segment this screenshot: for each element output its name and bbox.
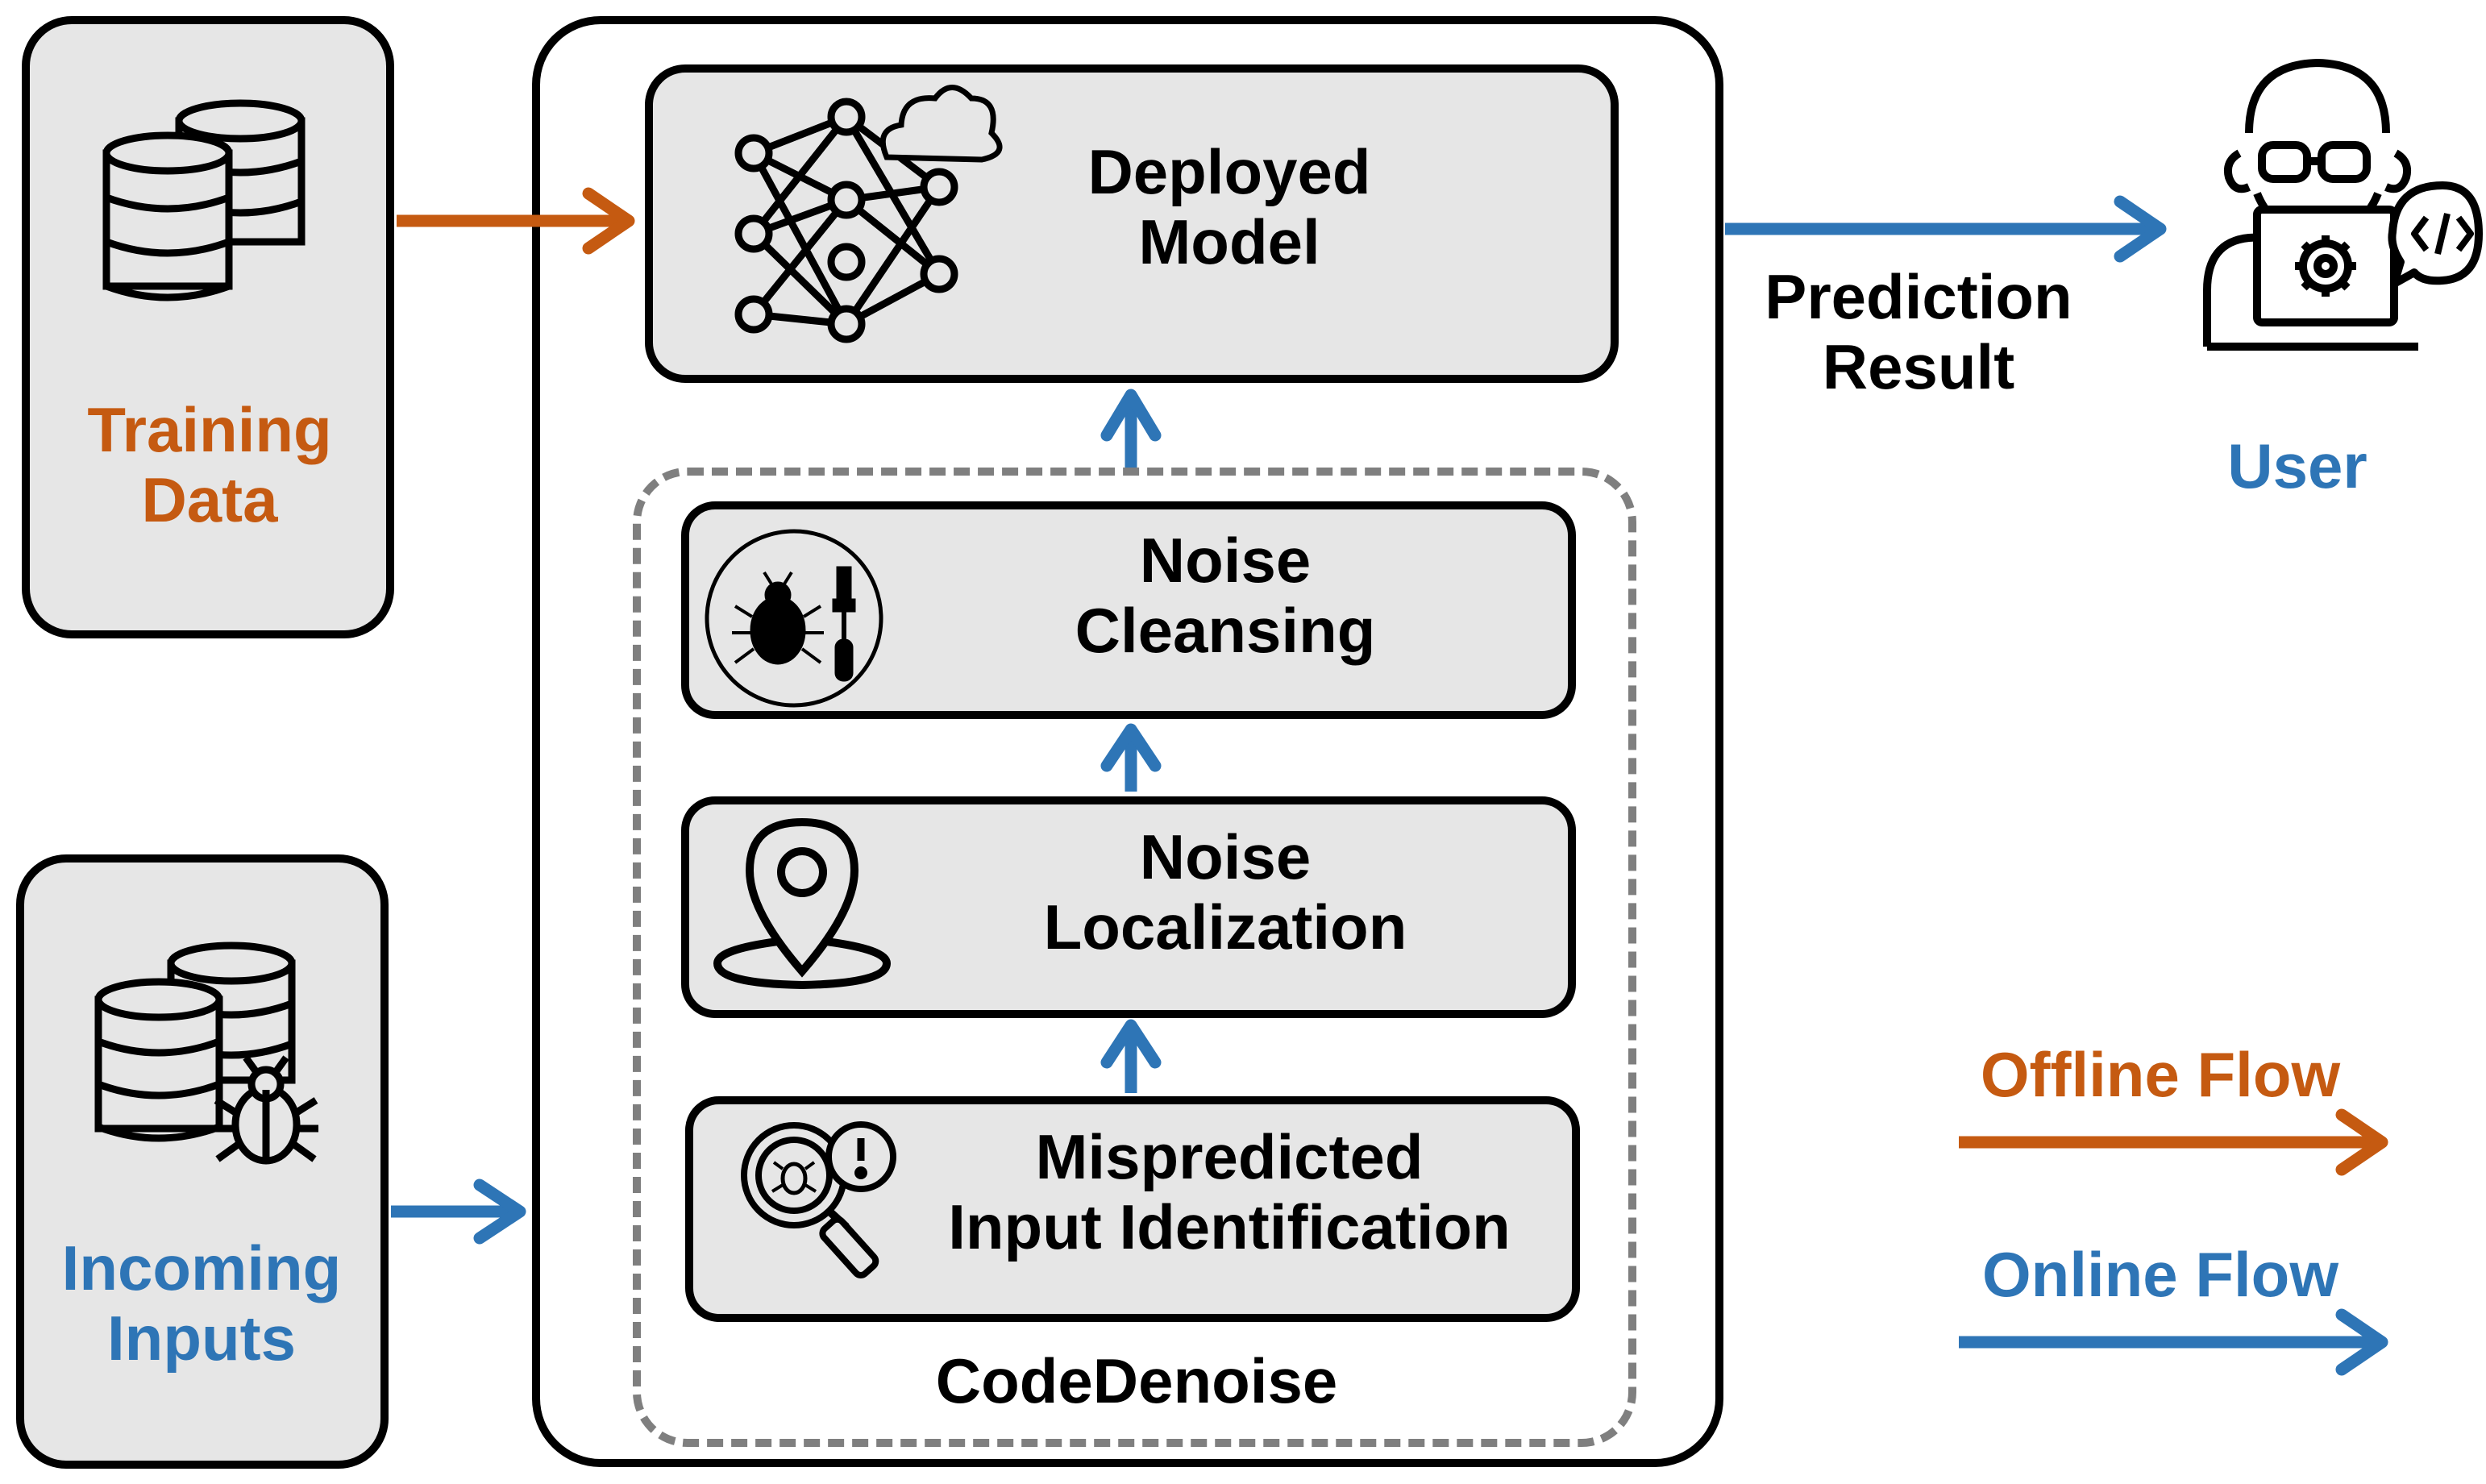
magnifier-bug-alert-icon [741,1121,896,1278]
deployed-model-box [645,64,1619,383]
prediction-result-line2: Result [1822,331,2015,403]
prediction-arrow [1725,195,2167,263]
training-data-label: Training Data [48,394,371,536]
mispredicted-input-label: Mispredicted Input Identification [903,1121,1556,1263]
legend-online-arrow [1959,1308,2388,1376]
online-input-arrow [391,1178,526,1245]
training-data-line2: Data [141,464,278,536]
codedenoise-label: CodeDenoise [935,1345,1338,1416]
incoming-inputs-label: Incoming Inputs [32,1233,371,1374]
mispredicted-input-line1: Mispredicted [1035,1121,1424,1192]
noise-cleansing-line1: Noise [1139,525,1312,596]
incoming-inputs-line2: Inputs [107,1303,296,1374]
user-label: User [2227,430,2368,501]
offline-flow-arrow [397,187,635,255]
legend-offline-label: Offline Flow [1980,1039,2341,1110]
noise-cleansing-line2: Cleansing [1075,595,1376,667]
incoming-inputs-line1: Incoming [61,1233,342,1303]
noise-localization-label: Noise Localization [983,821,1467,963]
neural-network-cloud-icon [734,85,1003,343]
deployed-model-label: Deployed Model [1000,136,1459,278]
deployed-model-line2: Model [1138,206,1320,278]
database-stack-icon [102,99,306,301]
bug-screwdriver-icon [705,529,883,708]
noise-localization-line1: Noise [1139,821,1312,892]
legend-offline-arrow [1959,1108,2388,1176]
prediction-result-label: Prediction Result [1725,261,2112,403]
vertical-flow-arrows [1100,389,1162,1093]
legend-online-label: Online Flow [1982,1239,2338,1310]
prediction-result-line1: Prediction [1765,261,2072,332]
training-data-line1: Training [87,394,332,465]
developer-user-icon [2203,59,2483,351]
noise-localization-line2: Localization [1043,892,1407,963]
deployed-model-line1: Deployed [1087,136,1371,207]
mispredicted-input-line2: Input Identification [948,1191,1511,1263]
codedenoise-dashed-region [633,468,1636,1447]
location-pin-icon [713,817,892,990]
database-bug-icon [94,942,318,1165]
noise-cleansing-label: Noise Cleansing [991,525,1459,667]
